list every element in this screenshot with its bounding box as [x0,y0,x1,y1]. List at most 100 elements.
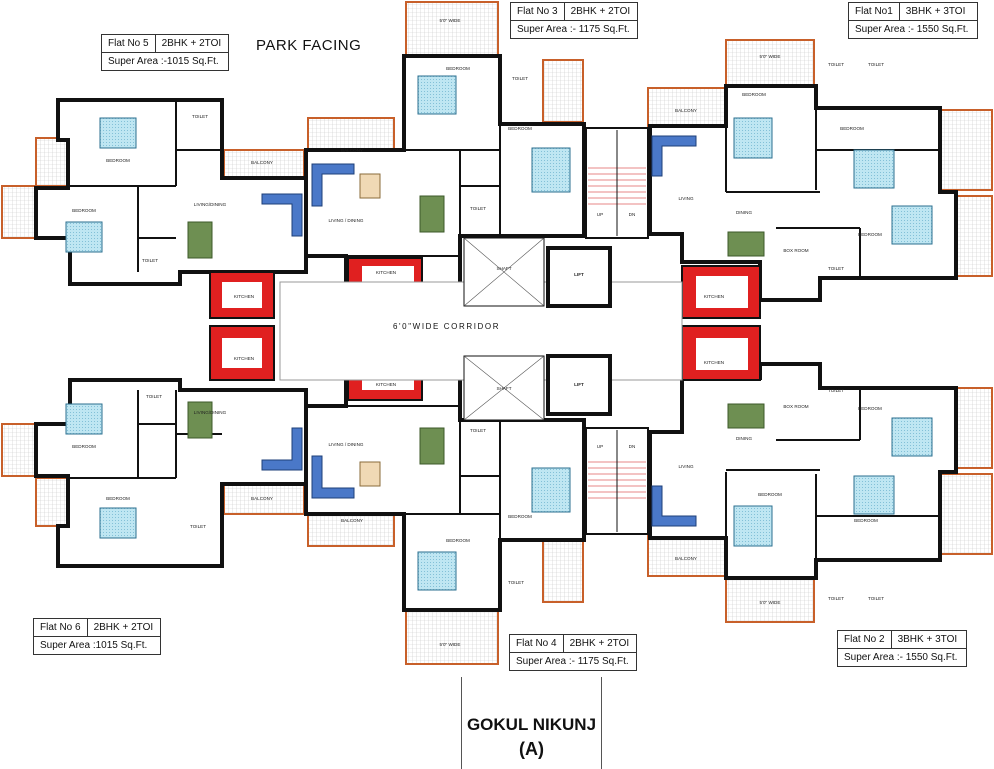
room-dining: DINING [736,210,753,215]
room-living-dining-sp: LIVING / DINING [329,218,364,223]
room-toilet: TOILET [470,428,486,433]
sofas [261,135,697,527]
room-toilet: TOILET [828,266,844,271]
flat-area: Super Area :- 1175 Sq.Ft. [517,24,630,35]
park-facing-heading: PARK FACING [256,37,362,54]
room-shaft: SHAFT [496,386,511,391]
room-toilet: TOILET [508,580,524,585]
balcony-label: BALCONY [675,556,697,561]
room-living: LIVING [678,196,693,201]
room-living-dining: LIVING/DINING [194,202,227,207]
lift-top [546,246,612,308]
flat-type: 2BHK + 2TOI [161,38,222,49]
balcony-f1-far [955,195,993,277]
room-bedroom: BEDROOM [72,208,96,213]
flat-type: 3BHK + 3TOI [897,634,958,645]
room-kitchen: KITCHEN [376,382,396,387]
room-lift: LIFT [574,272,584,277]
room-bedroom: BEDROOM [858,406,882,411]
room-toilet: TOILET [868,596,884,601]
balcony-f1-right [939,109,993,191]
flat-type: 2BHK + 2TOI [93,622,154,633]
room-toilet: TOILET [192,114,208,119]
flat-area: Super Area :- 1550 Sq.Ft. [844,652,958,663]
balcony-f3-bedtop [405,1,499,57]
corridor-label: 6'0"WIDE CORRIDOR [393,322,501,331]
flat-area: Super Area :- 1175 Sq.Ft. [516,656,629,667]
balcony-f4-bedbottom [405,609,499,665]
balcony-f3-right [542,59,584,123]
balcony-label: BALCONY [675,108,697,113]
balcony-label: BALCONY [251,160,273,165]
room-bedroom: BEDROOM [758,492,782,497]
balcony-label: BALCONY [251,496,273,501]
flat-type: 2BHK + 2TOI [570,6,631,17]
flat-number: Flat No 6 [34,619,88,636]
room-kitchen: KITCHEN [234,294,254,299]
stair-up: UP [597,444,603,449]
flat-number: Flat No 4 [510,635,564,652]
room-bedroom: BEDROOM [854,518,878,523]
room-living-dining-sp: LIVING / DINING [329,442,364,447]
stair-dn: DN [629,212,636,217]
project-title: GOKUL NIKUNJ (A) [461,677,602,769]
room-bedroom: BEDROOM [72,444,96,449]
room-kitchen: KITCHEN [234,356,254,361]
balcony-f4-right [542,539,584,603]
room-toilet: TOILET [470,206,486,211]
balcony-f2-bottom [725,575,815,623]
room-living: LIVING [678,464,693,469]
room-labels: BEDROOM BEDROOM TOILET TOILET LIVING/DIN… [72,18,884,647]
room-bedroom: BEDROOM [446,538,470,543]
room-box-room: BOX ROOM [783,404,808,409]
room-lift: LIFT [574,382,584,387]
lift-bottom [546,354,612,416]
project-block: (A) [519,739,544,759]
room-bedroom: BEDROOM [508,126,532,131]
balcony-f5-left [35,137,69,187]
room-living-dining: LIVING/DINING [194,410,227,415]
room-bedroom: BEDROOM [508,514,532,519]
balcony-f5-top [223,149,305,181]
room-bedroom: BEDROOM [106,158,130,163]
balcony-f1-top [725,39,815,87]
room-dining: DINING [736,436,753,441]
balcony-f2-left [647,535,727,577]
room-shaft: SHAFT [496,266,511,271]
balcony-f6-bottom [223,483,305,515]
balcony-width: 5'0" WIDE [440,18,461,23]
flat-number: Flat No 3 [511,3,565,20]
room-kitchen: KITCHEN [704,294,724,299]
room-kitchen: KITCHEN [376,270,396,275]
flat-type: 2BHK + 2TOI [569,638,630,649]
dining-tables [187,195,765,465]
room-toilet: TOILET [190,524,206,529]
room-bedroom: BEDROOM [106,496,130,501]
core [279,127,683,535]
beds [65,75,933,591]
room-toilet: TOILET [142,258,158,263]
flat-number: Flat No 5 [102,35,156,52]
balcony-f2-right [939,473,993,555]
room-bedroom: BEDROOM [840,126,864,131]
room-toilet: TOILET [868,62,884,67]
balcony-width: 5'0" WIDE [760,600,781,605]
flat-area: Super Area :-1015 Sq.Ft. [108,56,219,67]
room-toilet: TOILET [828,62,844,67]
balcony-label: BALCONY [341,518,363,523]
flat-number: Flat No1 [849,3,900,20]
flat4-info: Flat No 4 2BHK + 2TOI Super Area :- 1175 … [509,634,637,671]
balcony-width: 5'0" WIDE [760,54,781,59]
flat-area: Super Area :- 1550 Sq.Ft. [855,24,969,35]
room-toilet: TOILET [146,394,162,399]
flat5-outline [34,98,308,286]
balcony-f5-far [1,185,41,239]
room-toilet: TOILET [512,76,528,81]
flat3-info: Flat No 3 2BHK + 2TOI Super Area :- 1175 … [510,2,638,39]
project-name: GOKUL NIKUNJ [466,715,597,734]
room-bedroom: BEDROOM [858,232,882,237]
